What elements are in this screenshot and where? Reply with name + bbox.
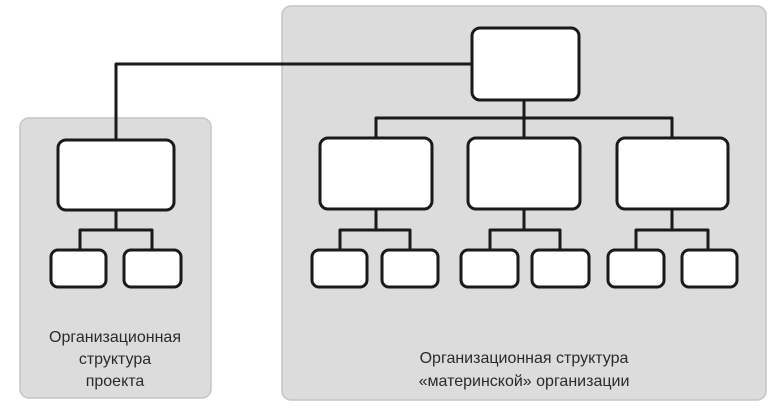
- project-child-node-1: [49, 248, 108, 289]
- parent-child-node-5: [606, 248, 666, 289]
- parent-level2-node-right: [615, 136, 730, 211]
- link-parent-root-to-level2: [374, 98, 674, 140]
- parent-child-node-1: [310, 248, 369, 289]
- connector-lines: [78, 62, 710, 252]
- project-child-node-2: [122, 248, 183, 289]
- project-root-node: [56, 138, 176, 212]
- link-project-root-to-children: [78, 208, 154, 252]
- project-caption-line-1: Организационная: [49, 329, 181, 346]
- project-structure-caption: Организационная структура проекта: [49, 329, 181, 390]
- link-parent-root-to-project-root: [114, 62, 474, 142]
- project-caption-line-3: проекта: [86, 373, 145, 390]
- parent-root-node: [470, 26, 581, 102]
- project-caption-line-2: структура: [79, 351, 151, 368]
- parent-level2-node-left: [318, 136, 434, 211]
- parent-caption-line-1: Организационная структура: [420, 350, 629, 367]
- parent-child-node-4: [530, 248, 591, 289]
- link-parent-right-to-children: [634, 207, 710, 252]
- link-parent-left-to-children: [338, 207, 412, 252]
- link-parent-middle-to-children: [488, 207, 562, 252]
- parent-child-node-2: [380, 248, 440, 289]
- parent-child-node-6: [680, 248, 739, 289]
- parent-caption-line-2: «материнской» организации: [419, 373, 630, 390]
- parent-organization-caption: Организационная структура «материнской» …: [419, 350, 630, 390]
- parent-level2-node-middle: [466, 136, 582, 211]
- parent-child-node-3: [459, 248, 520, 289]
